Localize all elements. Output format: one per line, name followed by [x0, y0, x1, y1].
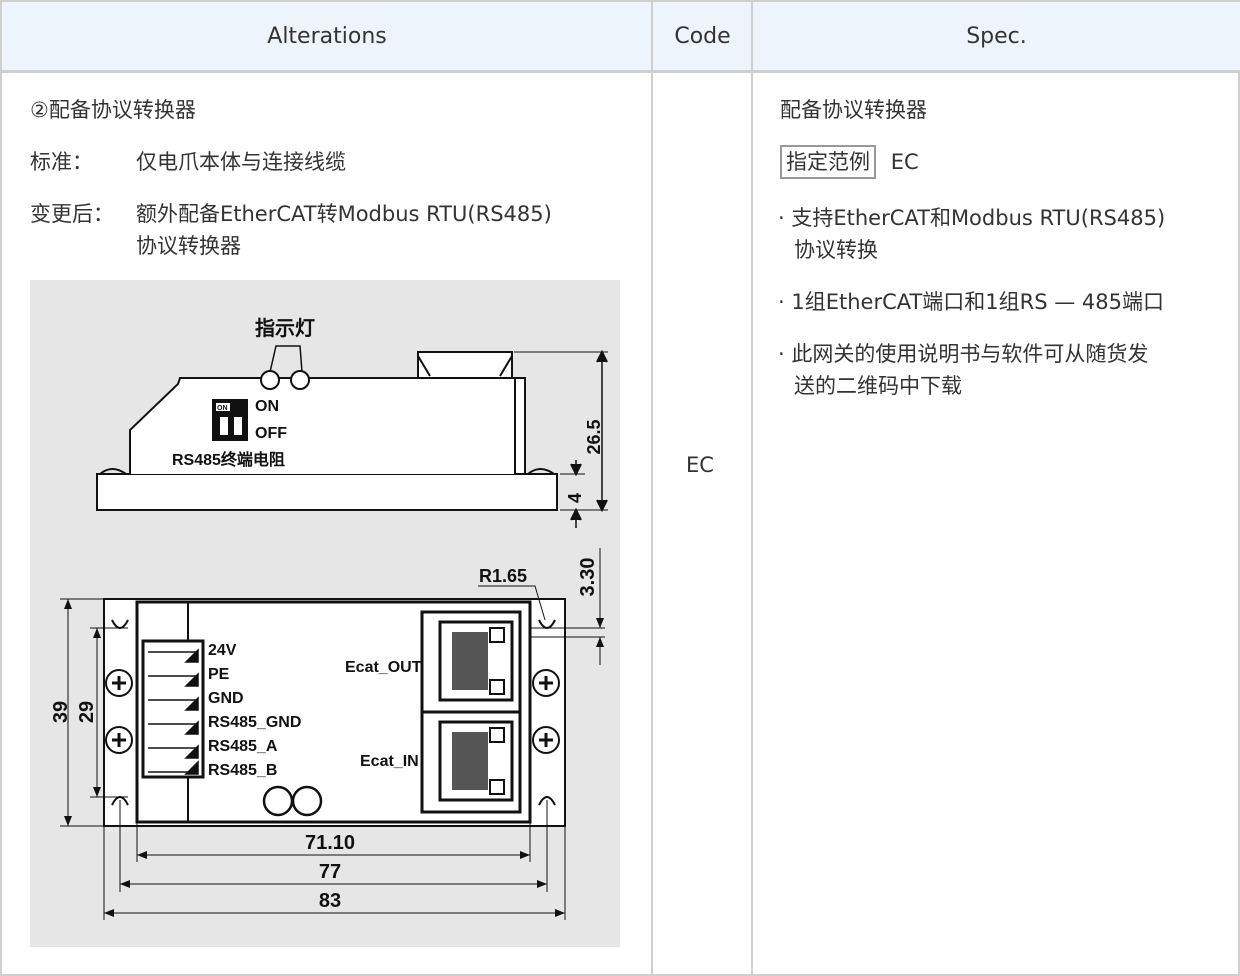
svg-text:77: 77	[319, 861, 341, 883]
column-divider	[751, 2, 753, 974]
header-code: Code	[653, 2, 752, 73]
alteration-title: ②配备协议转换器	[30, 98, 196, 122]
dimension-drawing: ON 指示灯 ON OFF RS485终端电阻 26.5 4 24V PE GN…	[30, 280, 620, 947]
svg-text:Ecat_IN: Ecat_IN	[360, 753, 419, 770]
screw-icon	[105, 669, 133, 697]
after-value-line2: 协议转换器	[136, 234, 241, 258]
svg-text:RS485_A: RS485_A	[208, 738, 278, 755]
spec-bullet-1-cont: 协议转换	[794, 238, 878, 262]
svg-text:RS485_B: RS485_B	[208, 762, 277, 779]
svg-text:26.5: 26.5	[584, 419, 604, 454]
svg-text:PE: PE	[208, 666, 230, 683]
header-spec: Spec.	[753, 2, 1240, 73]
side-view: ON 指示灯 ON OFF RS485终端电阻 26.5 4	[96, 316, 608, 528]
screw-icon	[532, 726, 560, 754]
svg-text:RS485_GND: RS485_GND	[208, 714, 301, 731]
svg-text:指示灯: 指示灯	[255, 316, 315, 340]
led-icon	[260, 370, 280, 390]
svg-text:OFF: OFF	[255, 425, 287, 442]
svg-text:R1.65: R1.65	[479, 566, 527, 586]
screw-icon	[105, 726, 133, 754]
spec-bullet-2: · 1组EtherCAT端口和1组RS — 485端口	[778, 290, 1165, 314]
header-alterations: Alterations	[2, 2, 652, 73]
svg-text:83: 83	[319, 890, 341, 912]
standard-label: 标准：	[30, 150, 93, 174]
spec-bullet-3-cont: 送的二维码中下载	[794, 374, 962, 398]
standard-value: 仅电爪本体与连接线缆	[136, 150, 346, 174]
led-icon	[290, 370, 310, 390]
code-value: EC	[686, 453, 714, 477]
svg-text:3.30: 3.30	[577, 558, 599, 597]
spec-title: 配备协议转换器	[780, 98, 927, 122]
svg-text:39: 39	[50, 701, 72, 723]
svg-text:4: 4	[565, 493, 585, 503]
screw-icon	[532, 669, 560, 697]
rj45-port-icon	[438, 720, 514, 802]
svg-text:GND: GND	[208, 690, 244, 707]
svg-text:ON: ON	[217, 405, 228, 412]
example-label: 指定范例	[780, 145, 876, 179]
spec-bullet-3: · 此网关的使用说明书与软件可从随货发	[778, 342, 1149, 366]
svg-text:29: 29	[76, 701, 98, 723]
column-divider	[651, 2, 653, 974]
spec-bullet-1: · 支持EtherCAT和Modbus RTU(RS485)	[778, 206, 1166, 230]
spec-example: 指定范例 EC	[780, 145, 919, 179]
example-value: EC	[890, 150, 919, 174]
svg-text:Ecat_OUT: Ecat_OUT	[345, 659, 422, 676]
svg-text:71.10: 71.10	[305, 832, 355, 854]
after-value-line1: 额外配备EtherCAT转Modbus RTU(RS485)	[136, 202, 552, 226]
top-view: 24V PE GND RS485_GND RS485_A RS485_B Eca…	[50, 548, 605, 920]
after-label: 变更后：	[30, 202, 114, 226]
rj45-port-icon	[438, 620, 514, 702]
svg-text:24V: 24V	[208, 642, 237, 659]
svg-text:RS485终端电阻: RS485终端电阻	[172, 450, 285, 469]
svg-text:ON: ON	[255, 398, 279, 415]
